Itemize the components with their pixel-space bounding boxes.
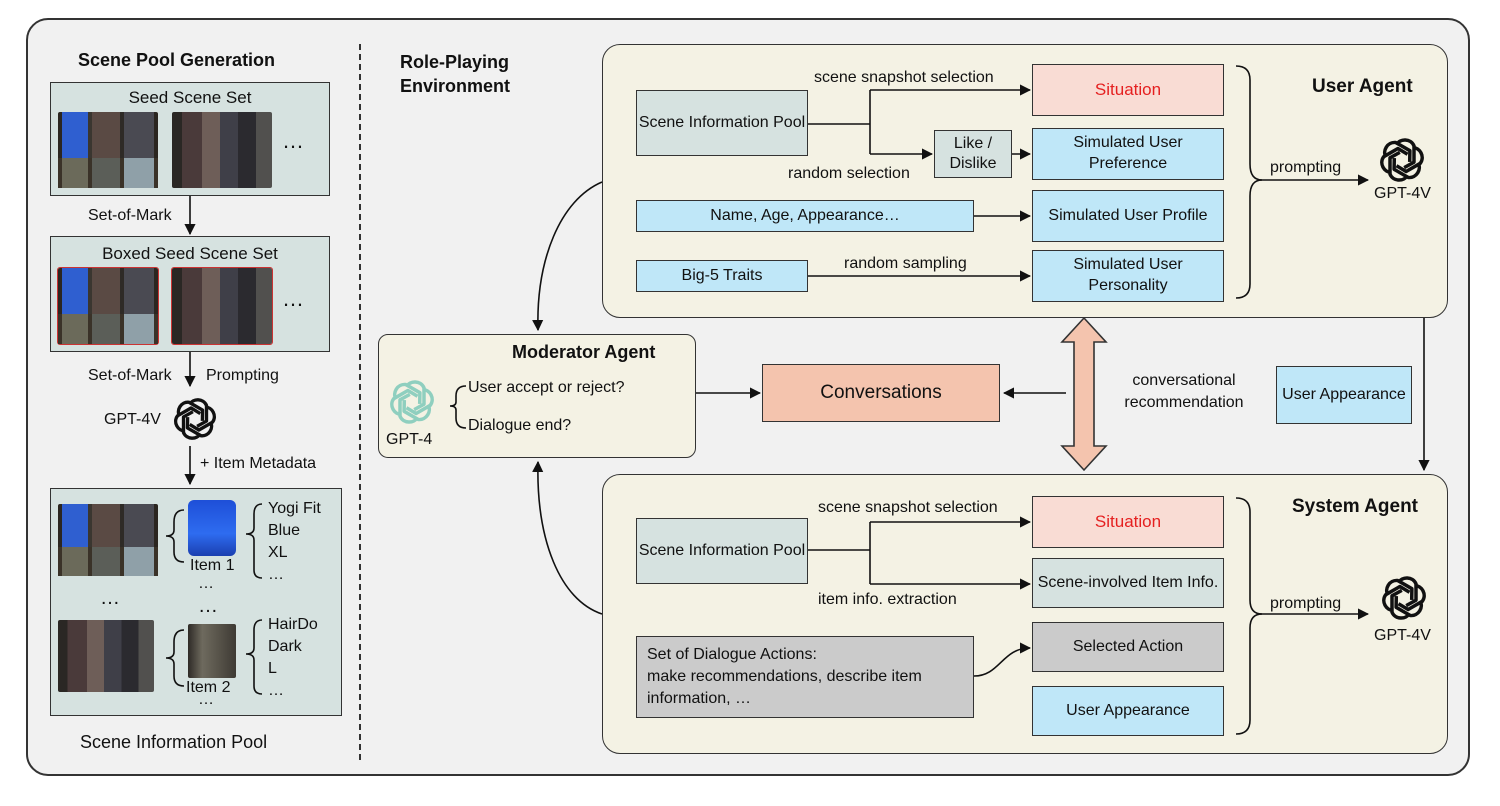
item-1-attributes: Yogi Fit Blue XL … — [268, 498, 321, 586]
arrow — [532, 460, 603, 615]
dashed-separator — [359, 44, 361, 760]
item-1-label: Item 1 — [190, 557, 235, 574]
conversational-recommendation-label: conversational recommendation — [1124, 372, 1244, 411]
user-situation-box: Situation — [1032, 64, 1224, 116]
simulated-user-profile-box: Simulated User Profile — [1032, 190, 1224, 242]
item-2-image — [188, 624, 236, 678]
item-attr: Blue — [268, 522, 301, 539]
system-agent-title: System Agent — [1292, 496, 1418, 517]
user-prompting-label: prompting — [1270, 159, 1342, 176]
conversations-box: Conversations — [762, 364, 1000, 422]
scene-image — [58, 112, 158, 188]
gpt-4v-label: GPT-4V — [104, 411, 161, 428]
scene-image — [172, 112, 272, 188]
system-situation-box: Situation — [1032, 496, 1224, 548]
big5-traits-box: Big-5 Traits — [636, 260, 808, 292]
dialogue-actions-line: information, … — [647, 690, 752, 707]
brace — [165, 509, 185, 563]
dialogue-actions-line: Set of Dialogue Actions: — [647, 646, 817, 663]
set-of-mark-label: Set-of-Mark — [88, 207, 172, 224]
double-arrow — [1060, 316, 1108, 472]
item-attr: … — [268, 566, 284, 583]
simulated-user-personality-box: Simulated User Personality — [1032, 250, 1224, 302]
brace — [245, 619, 263, 695]
item-attr: XL — [268, 544, 288, 561]
name-age-appearance-box: Name, Age, Appearance… — [636, 200, 974, 232]
openai-logo-icon — [173, 399, 218, 438]
item-metadata-label: + Item Metadata — [200, 455, 317, 472]
system-agent-brace — [1235, 497, 1263, 735]
user-random-selection-label: random selection — [788, 165, 910, 182]
moderator-agent-title: Moderator Agent — [512, 342, 656, 362]
vdots: … — [198, 575, 214, 592]
selected-action-box: Selected Action — [1032, 622, 1224, 672]
system-scene-information-pool: Scene Information Pool — [636, 518, 808, 584]
openai-logo-icon — [389, 382, 436, 423]
set-of-mark-label-2: Set-of-Mark — [88, 367, 172, 384]
dialogue-actions-line: make recommendations, describe item — [647, 668, 922, 685]
item-attr: HairDo — [268, 616, 318, 633]
user-scene-information-pool: Scene Information Pool — [636, 90, 808, 156]
arrow — [973, 642, 1032, 677]
item-attr: L — [268, 660, 277, 677]
simulated-user-preference-box: Simulated User Preference — [1032, 128, 1224, 180]
scene-pool-generation-title: Scene Pool Generation — [78, 50, 276, 70]
user-appearance-center-box: User Appearance — [1276, 366, 1412, 424]
system-user-appearance-box: User Appearance — [1032, 686, 1224, 736]
ellipsis: … — [100, 587, 120, 609]
system-gpt-4v-label: GPT-4V — [1374, 627, 1431, 644]
system-prompting-label: prompting — [1270, 595, 1342, 612]
moderator-brace — [449, 385, 467, 429]
user-gpt-4v-label: GPT-4V — [1374, 185, 1431, 202]
boxed-seed-scene-set-title: Boxed Seed Scene Set — [102, 244, 278, 263]
item-1-image — [188, 500, 236, 556]
moderator-gpt-4-label: GPT-4 — [386, 431, 433, 448]
scene-information-pool-title: Scene Information Pool — [80, 732, 268, 752]
ellipsis: … — [198, 595, 218, 617]
ellipsis: … — [282, 286, 304, 311]
item-attr: … — [268, 682, 284, 699]
prompting-label: Prompting — [206, 367, 279, 384]
user-snapshot-label: scene snapshot selection — [814, 69, 994, 86]
item-attr: Dark — [268, 638, 302, 655]
moderator-question-2: Dialogue end? — [468, 417, 572, 434]
item-info-extraction-label: item info. extraction — [818, 591, 957, 608]
system-snapshot-label: scene snapshot selection — [818, 499, 998, 516]
openai-logo-icon — [1381, 578, 1428, 619]
item-2-label: Item 2 — [186, 679, 231, 696]
user-agent-title: User Agent — [1312, 76, 1413, 97]
random-sampling-label: random sampling — [844, 255, 967, 272]
arrow — [532, 181, 603, 332]
openai-logo-icon — [1379, 140, 1426, 181]
boxed-scene-image — [57, 267, 159, 345]
scene-image — [58, 620, 154, 692]
brace — [165, 629, 185, 687]
brace — [245, 503, 263, 579]
scene-involved-item-info-box: Scene-involved Item Info. — [1032, 558, 1224, 608]
item-2-attributes: HairDo Dark L … — [268, 614, 318, 702]
moderator-question-1: User accept or reject? — [468, 379, 625, 396]
item-attr: Yogi Fit — [268, 500, 321, 517]
dialogue-actions-box: Set of Dialogue Actions: make recommenda… — [636, 636, 974, 718]
environment-title: Role-Playing Environment — [400, 52, 511, 96]
vdots: … — [198, 691, 214, 708]
scene-image — [58, 504, 158, 576]
boxed-scene-image — [171, 267, 273, 345]
ellipsis: … — [282, 128, 304, 153]
like-dislike-box: Like / Dislike — [934, 130, 1012, 178]
seed-scene-set-title: Seed Scene Set — [128, 88, 252, 107]
user-agent-brace — [1235, 65, 1263, 299]
